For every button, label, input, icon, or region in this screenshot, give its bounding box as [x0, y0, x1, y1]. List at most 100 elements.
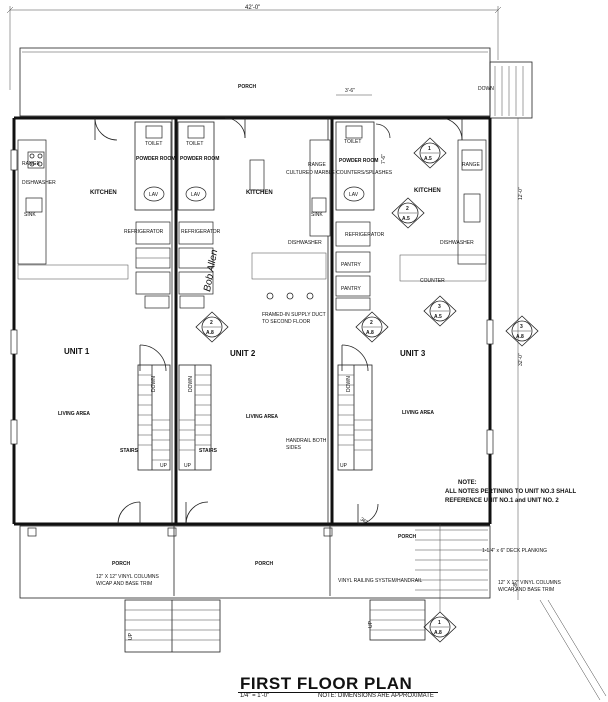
unit1-dishwasher-label: DISHWASHER [22, 180, 56, 186]
marker-4-sheet: A.8 [206, 330, 214, 336]
marker-6-num: 3 [520, 324, 523, 330]
unit-2-powder-room: TOILET POWDER ROOM LAV [177, 121, 219, 211]
unit2-name-label: UNIT 2 [230, 349, 256, 358]
section-marker-7: 1 A.8 [423, 524, 457, 643]
rear-doors [94, 117, 463, 141]
unit1-sink-label: SINK [24, 212, 36, 218]
front-porch-3-label: PORCH [398, 534, 416, 540]
unit-1-kitchen: RANGE DISHWASHER SINK [17, 139, 129, 280]
unit3-living-label: LIVING AREA [402, 410, 434, 416]
front-steps: UP UP [124, 599, 426, 653]
unit3-toilet-label: TOILET [344, 139, 361, 145]
front-porch-1-label: PORCH [112, 561, 130, 567]
unit3-counter-label: COUNTER [420, 278, 445, 284]
unit2-stairs-down-label: DOWN [188, 376, 194, 392]
unit2-stairs-label: STAIRS [199, 448, 218, 454]
unit1-stairs-label: STAIRS [120, 448, 139, 454]
windows [10, 149, 494, 455]
unit1-lav-label: LAV [149, 192, 159, 198]
unit1-refrigerator-label: REFRIGERATOR [124, 229, 164, 235]
columns-note-left-2: W/CAP AND BASE TRIM [96, 581, 152, 587]
front-porch: PORCH PORCH PORCH [19, 525, 491, 599]
unit-1-refrigerator: REFRIGERATOR [124, 221, 171, 309]
title-underline [238, 692, 438, 693]
dim-7-8-label: 7'-8" [513, 582, 519, 592]
unit3-name-label: UNIT 3 [400, 349, 426, 358]
general-note-title: NOTE: [458, 480, 477, 486]
columns-note-right-2: W/CAP AND BASE TRIM [498, 587, 554, 593]
unit2-living-label: LIVING AREA [246, 414, 278, 420]
drawing-scale: 1/4" = 1'-0" [240, 693, 270, 699]
unit-1-stairs: DOWN STAIRS UP [120, 344, 171, 471]
marker-1-num: 1 [428, 146, 431, 152]
unit-2-refrigerator: REFRIGERATOR [178, 221, 221, 309]
unit1-powder-label: POWDER ROOM [136, 156, 175, 162]
unit3-kitchen-label: KITCHEN [414, 188, 441, 194]
vinyl-railing-note: VINYL RAILING SYSTEM/HANDRAIL [338, 578, 422, 584]
unit2-lav-label: LAV [191, 192, 201, 198]
handrail-note-2: SIDES [286, 445, 302, 451]
unit3-sink-label: SINK [311, 212, 323, 218]
rear-porch-label: PORCH [238, 84, 256, 90]
marker-7-num: 1 [438, 620, 441, 626]
unit3-dishwasher-left-label: DISHWASHER [288, 240, 322, 246]
dimensions-note: NOTE: DIMENSIONS ARE APPROXIMATE [318, 693, 434, 699]
front-porch-2-label: PORCH [255, 561, 273, 567]
marker-3-sheet: A.5 [434, 314, 442, 320]
drawing-title: FIRST FLOOR PLAN [240, 674, 413, 693]
unit3-range-right-label: RANGE [462, 162, 480, 168]
marker-5-num: 2 [370, 320, 373, 326]
unit2-toilet-label: TOILET [186, 141, 203, 147]
marker-7-sheet: A.8 [434, 630, 442, 636]
section-marker-6: 3 A.8 [505, 315, 539, 347]
marker-2-num: 2 [406, 206, 409, 212]
unit2-refrigerator-label: REFRIGERATOR [181, 229, 221, 235]
general-note-line2: REFERENCE UNIT NO.1 and UNIT NO. 2 [445, 498, 559, 504]
marker-5-sheet: A.8 [366, 330, 374, 336]
unit3-refrigerator-label: REFRIGERATOR [345, 232, 385, 238]
unit-3-right-kitchen: RANGE DISHWASHER COUNTER [399, 139, 487, 284]
unit-3-stairs: DOWN UP [337, 344, 373, 471]
marble-note-1: CULTURED MARBLE COUNTERS/SPLASHES [286, 170, 393, 176]
columns-note-left-1: 12" X 12" VINYL COLUMNS [96, 574, 159, 580]
front-steps-up-a: UP [128, 632, 134, 640]
duct-note-2: TO SECOND FLOOR [262, 319, 311, 325]
unit3-pantry2-label: PANTRY [341, 286, 361, 292]
handrail-note-1: HANDRAIL BOTH [286, 438, 327, 444]
rear-porch: PORCH DOWN [19, 47, 533, 119]
unit1-kitchen-label: KITCHEN [90, 190, 117, 196]
unit-3-powder-room: TOILET POWDER ROOM LAV [335, 121, 391, 211]
marker-6-sheet: A.8 [516, 334, 524, 340]
unit1-range-label: RANGE [22, 161, 40, 167]
unit2-kitchen-label: KITCHEN [246, 190, 273, 196]
unit1-toilet-label: TOILET [145, 141, 162, 147]
columns-note-right-1: 12" X 12" VINYL COLUMNS [498, 580, 561, 586]
unit2-stairs-up-label: UP [184, 463, 192, 469]
marker-1-sheet: A.5 [424, 156, 432, 162]
marker-2-sheet: A.5 [402, 216, 410, 222]
dim-32-0-label: 32'-0" [518, 353, 524, 366]
general-note: NOTE: ALL NOTES PERTINING TO UNIT NO.3 S… [445, 480, 576, 504]
marker-3-num: 3 [438, 304, 441, 310]
unit3-range-left-label: RANGE [308, 162, 326, 168]
overall-dimension: 42'-0" [6, 5, 502, 90]
section-marker-5: 2 A.8 [355, 311, 389, 343]
unit-2-kitchen [249, 159, 327, 300]
unit-2-stairs: DOWN STAIRS UP [178, 364, 218, 471]
unit-1-powder-room: TOILET POWDER ROOM LAV [134, 121, 175, 211]
unit1-name-label: UNIT 1 [64, 347, 90, 356]
unit1-stairs-up-label: UP [160, 463, 168, 469]
section-marker-3: 3 A.5 [423, 295, 457, 327]
unit3-stairs-up-label: UP [340, 463, 348, 469]
section-marker-1: 1 A.5 [413, 137, 447, 169]
unit1-stairs-down-label: DOWN [151, 376, 157, 392]
front-steps-up-b: UP [368, 620, 374, 628]
marker-4-num: 2 [210, 320, 213, 326]
unit3-powder-label: POWDER ROOM [339, 158, 378, 164]
rear-porch-down-label: DOWN [478, 86, 494, 92]
section-marker-2: 2 A.5 [391, 197, 425, 229]
dim-3-6-label: 3'-6" [345, 88, 355, 94]
deck-note: 1-1/4" x 6" DECK PLANKING [482, 548, 547, 554]
unit-3-refrigerator-pantry: REFRIGERATOR PANTRY PANTRY [335, 221, 385, 311]
unit3-pantry1-label: PANTRY [341, 262, 361, 268]
